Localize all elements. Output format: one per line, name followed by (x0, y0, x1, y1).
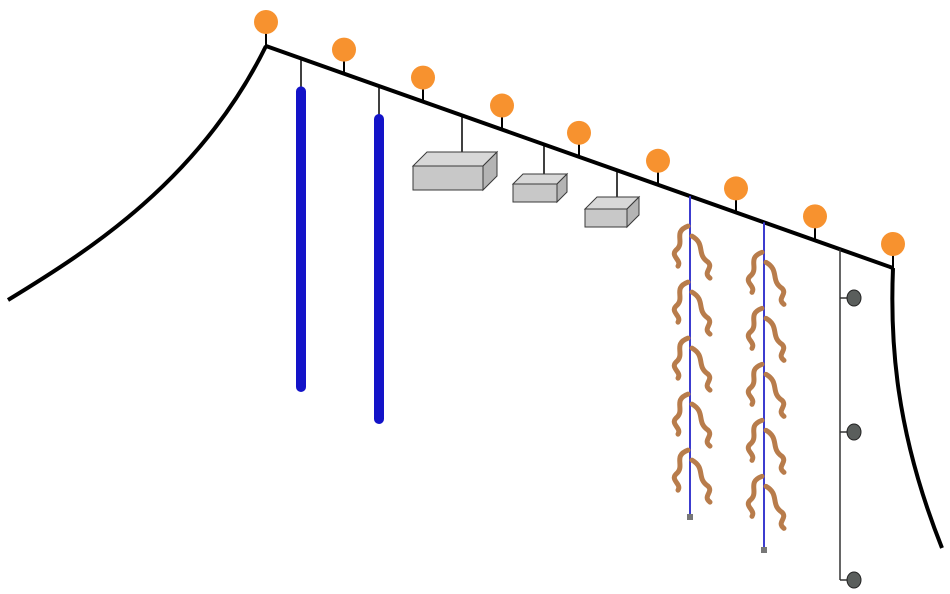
seaweed-rope-icon (671, 196, 713, 520)
seaweed-rope-icon (745, 222, 787, 553)
seaweed-frond (671, 279, 691, 325)
tray-front (584, 208, 628, 228)
buoy (881, 232, 905, 256)
left-anchor-rope (6, 45, 268, 302)
lantern (846, 423, 862, 441)
tray-side (556, 172, 568, 204)
box-tray-icon (583, 170, 641, 229)
buoy (567, 120, 591, 145)
seaweed-frond (745, 473, 765, 519)
seaweed-frond (671, 335, 691, 381)
buoy (254, 10, 278, 34)
rope-weight (761, 547, 767, 553)
lantern (846, 571, 862, 589)
seaweed-frond (745, 305, 765, 351)
orange-buoy-icon (646, 148, 670, 185)
orange-buoy-icon (490, 93, 514, 130)
right-anchor-rope (890, 267, 944, 549)
seaweed-frond (763, 427, 787, 475)
seaweed-frond (689, 289, 713, 337)
tray-side (482, 150, 498, 192)
culture-units-group (296, 58, 862, 589)
seaweed-frond (763, 259, 787, 307)
seaweed-frond (745, 249, 765, 295)
tray-side (626, 195, 640, 229)
buoy (332, 37, 356, 62)
seaweed-frond (763, 483, 787, 531)
orange-buoy-icon (567, 120, 591, 157)
buoy (646, 148, 670, 173)
rope-weight (687, 514, 693, 520)
buoy (411, 65, 435, 90)
orange-buoy-icon (411, 65, 435, 102)
seaweed-frond (671, 223, 691, 269)
seaweed-frond (745, 417, 765, 463)
seaweed-frond (689, 401, 713, 449)
seaweed-frond (763, 371, 787, 419)
dropper-tube (296, 86, 306, 393)
orange-buoy-icon (881, 232, 905, 268)
seaweed-frond (671, 447, 691, 493)
buoy (803, 204, 827, 229)
buoy (724, 176, 748, 201)
lantern (846, 289, 862, 307)
orange-buoy-icon (803, 204, 827, 241)
blue-dropper-icon (296, 58, 306, 393)
tray-front (512, 183, 558, 203)
buoy (490, 93, 514, 118)
floats-group (254, 10, 905, 268)
orange-buoy-icon (254, 10, 278, 46)
tray-front (412, 165, 484, 191)
seaweed-frond (689, 233, 713, 281)
lantern-line-icon (839, 249, 862, 589)
seaweed-frond (763, 315, 787, 363)
seaweed-frond (671, 391, 691, 437)
orange-buoy-icon (724, 176, 748, 213)
dropper-tube (374, 114, 384, 424)
box-tray-icon (511, 144, 569, 204)
seaweed-frond (689, 457, 713, 505)
box-tray-icon (411, 115, 499, 192)
orange-buoy-icon (332, 37, 356, 74)
seaweed-frond (689, 345, 713, 393)
blue-dropper-icon (374, 86, 384, 424)
seaweed-frond (745, 361, 765, 407)
longline (265, 44, 894, 270)
